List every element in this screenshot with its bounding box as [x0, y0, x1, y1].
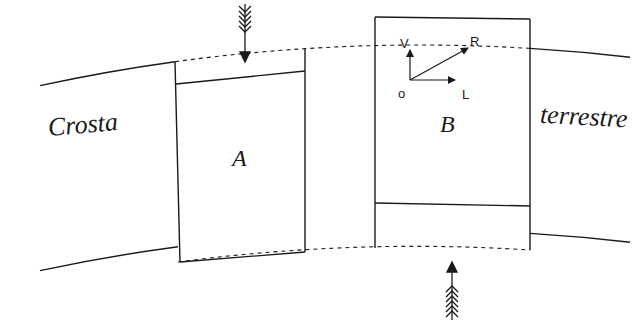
sinking-block: A — [180, 88, 304, 248]
force-arrow-down — [239, 4, 251, 62]
crust-name-holder: Crosta — [48, 112, 118, 138]
block-letter-holder: B — [440, 112, 455, 136]
vector-letter: R — [470, 34, 479, 49]
block-a-left — [175, 62, 180, 262]
vector-letter: L — [462, 87, 469, 102]
block-b-right — [529, 19, 530, 250]
block-a-bottom — [180, 252, 305, 262]
rising-block: B — [376, 20, 529, 202]
block-letter: B — [440, 111, 455, 137]
block-letter: A — [232, 145, 247, 171]
vector-letter-holder: L — [462, 85, 469, 103]
original-bottom-dashed — [178, 246, 530, 262]
block-b-top — [375, 17, 530, 19]
crust-name: terrestre — [539, 102, 628, 133]
vector-letter-holder: R — [470, 32, 479, 50]
block-b-left — [374, 17, 375, 248]
crust-name: Crosta — [47, 109, 119, 141]
block-b-bottom — [375, 203, 530, 206]
crust-top-left — [40, 62, 175, 86]
vector-v — [409, 50, 410, 80]
vector-letter-holder: V — [400, 34, 409, 52]
crust-top-right — [530, 48, 630, 57]
vector-l — [410, 79, 455, 80]
crust-bottom-right — [530, 233, 630, 242]
vector-letter-holder: o — [398, 84, 405, 102]
force-arrow-up — [446, 262, 458, 320]
block-letter-holder: A — [232, 146, 247, 170]
vector-letter: o — [398, 86, 405, 101]
vector-r — [410, 48, 468, 80]
crust-bottom-left — [40, 247, 178, 271]
block-a-right — [304, 49, 305, 252]
block-a-top — [176, 71, 305, 84]
crust-name-holder: terrestre — [540, 104, 628, 130]
vector-letter: V — [400, 36, 409, 51]
